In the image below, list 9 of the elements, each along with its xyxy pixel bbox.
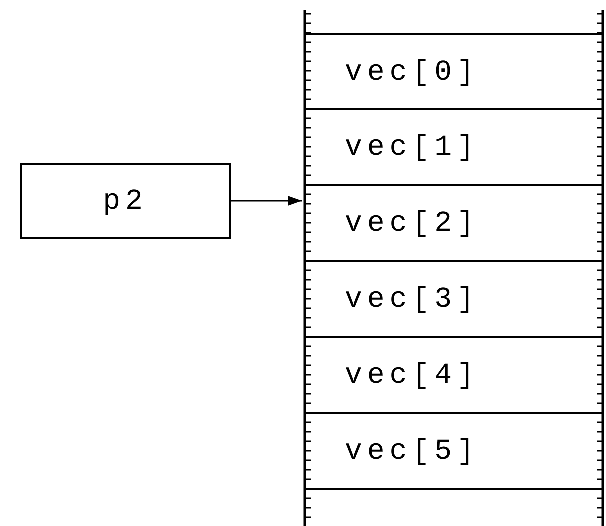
cell-label: vec[3] bbox=[345, 283, 480, 316]
cell-label: vec[1] bbox=[345, 131, 480, 164]
cell-label: vec[5] bbox=[345, 435, 480, 468]
pointer-box bbox=[20, 163, 231, 239]
cell-label: vec[0] bbox=[345, 56, 480, 88]
cell-label: vec[2] bbox=[345, 207, 480, 240]
arrow bbox=[231, 196, 302, 206]
cell-label: p2 bbox=[103, 184, 148, 218]
cell-label: vec[4] bbox=[345, 359, 480, 392]
